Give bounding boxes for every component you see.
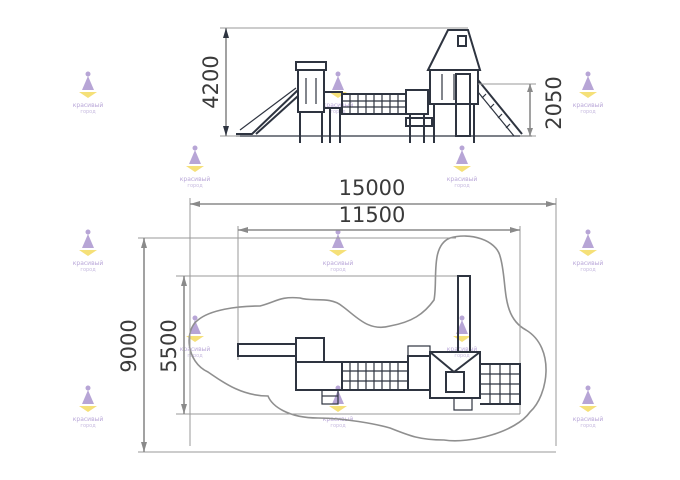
watermark-text-1: красивый: [573, 416, 604, 423]
watermark-tower-shape: [82, 76, 94, 90]
watermark-text-2: город: [187, 353, 203, 359]
watermark-dot-shape: [585, 385, 591, 391]
watermark-dot-shape: [459, 315, 465, 321]
watermark-text-2: город: [80, 267, 96, 273]
watermark-dot-shape: [85, 229, 91, 235]
watermark-tower-shape: [582, 390, 594, 404]
outer-safety-zone: [188, 235, 547, 442]
plan-depth-dimensions: 9000 5500: [117, 238, 187, 452]
watermark-text-2: город: [80, 109, 96, 115]
watermark-text-2: город: [187, 183, 203, 189]
watermark-text-1: красивый: [73, 416, 104, 423]
watermark-tower-shape: [582, 76, 594, 90]
bridge-net: [342, 94, 406, 114]
watermark-text-1: красивый: [323, 102, 354, 109]
watermark-text-2: город: [330, 109, 346, 115]
watermark-base-shape: [453, 166, 471, 172]
watermark-base-shape: [79, 406, 97, 412]
watermark-dot-shape: [459, 145, 465, 151]
watermark-dot-shape: [85, 71, 91, 77]
watermark-text-2: город: [330, 267, 346, 273]
plan-width-dimensions: 15000 11500: [190, 176, 556, 233]
watermark-base-shape: [579, 92, 597, 98]
watermark-text-1: красивый: [573, 260, 604, 267]
watermark-text-2: город: [80, 423, 96, 429]
watermark-base-shape: [579, 406, 597, 412]
watermark-text-1: красивый: [73, 102, 104, 109]
watermark-tower-shape: [582, 234, 594, 248]
watermark-tower-shape: [189, 320, 201, 334]
watermark-text-2: город: [454, 353, 470, 359]
watermark-base-shape: [329, 250, 347, 256]
watermark-tower-shape: [332, 76, 344, 90]
watermark-dot-shape: [335, 71, 341, 77]
total-length-label: 15000: [339, 176, 406, 200]
watermark-text-1: красивый: [180, 346, 211, 353]
plan-extension-lines: [138, 198, 557, 453]
watermark-text-1: красивый: [323, 260, 354, 267]
watermark-base-shape: [579, 250, 597, 256]
watermark-tower-shape: [332, 234, 344, 248]
watermark-text-2: город: [330, 423, 346, 429]
watermark-text-2: город: [580, 109, 596, 115]
watermark-base-shape: [329, 406, 347, 412]
watermark-text-2: город: [580, 423, 596, 429]
total-height-label: 4200: [199, 55, 223, 108]
watermark-text-2: город: [580, 267, 596, 273]
watermark-tower-shape: [82, 234, 94, 248]
side-elevation: [236, 29, 532, 143]
watermark-dot-shape: [192, 145, 198, 151]
plan-equipment: [237, 275, 521, 411]
total-width-label: 9000: [117, 319, 141, 372]
watermark-text-1: красивый: [447, 346, 478, 353]
watermark-text-1: красивый: [180, 176, 211, 183]
equipment-width-label: 5500: [157, 319, 181, 372]
watermark-tower-shape: [82, 390, 94, 404]
watermark-base-shape: [453, 336, 471, 342]
watermark-base-shape: [79, 92, 97, 98]
watermark-text-1: красивый: [447, 176, 478, 183]
watermark-dot-shape: [85, 385, 91, 391]
watermark-base-shape: [186, 166, 204, 172]
watermark-dot-shape: [585, 71, 591, 77]
watermark-text-1: красивый: [573, 102, 604, 109]
watermark-dot-shape: [585, 229, 591, 235]
equipment-length-label: 11500: [339, 203, 406, 227]
watermark-dot-shape: [192, 315, 198, 321]
watermark-tower-shape: [189, 150, 201, 164]
watermark-base-shape: [79, 250, 97, 256]
height-dimensions: 4200 2050: [199, 27, 566, 137]
watermark-text-1: красивый: [73, 260, 104, 267]
watermark-text-2: город: [454, 183, 470, 189]
platform-height-label: 2050: [542, 76, 566, 129]
watermark-tower-shape: [456, 150, 468, 164]
